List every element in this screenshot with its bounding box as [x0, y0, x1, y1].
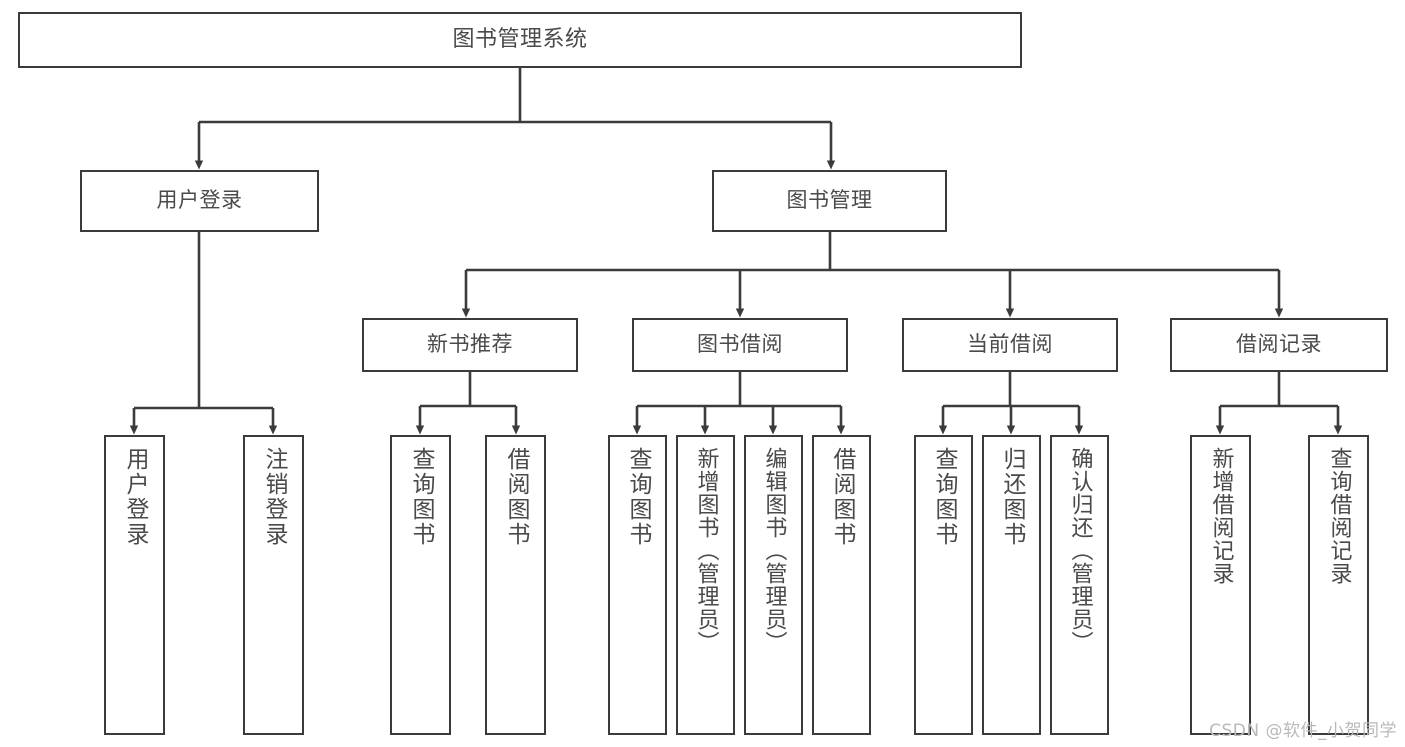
node-borrow-record-label: 借阅记录 — [1236, 332, 1322, 357]
node-leaf-query-book-3[interactable]: 查询图书 — [914, 435, 973, 735]
node-leaf-borrow-book-2[interactable]: 借阅图书 — [812, 435, 871, 735]
wire-group-borrow-record — [1215, 372, 1343, 435]
node-leaf-user-login-label: 用户登录 — [122, 447, 148, 547]
node-leaf-query-book-3-label: 查询图书 — [931, 447, 957, 547]
node-leaf-user-login[interactable]: 用户登录 — [104, 435, 165, 735]
node-root[interactable]: 图书管理系统 — [18, 12, 1022, 68]
node-leaf-logout[interactable]: 注销登录 — [243, 435, 304, 735]
node-leaf-query-book-1[interactable]: 查询图书 — [390, 435, 451, 735]
node-leaf-borrow-book-2-label: 借阅图书 — [829, 447, 855, 547]
wire-group-current-borrow — [938, 372, 1084, 435]
node-leaf-borrow-book-1[interactable]: 借阅图书 — [485, 435, 546, 735]
watermark-text: CSDN @软件_小贺同学 — [1209, 721, 1397, 741]
node-leaf-return-book-label: 归还图书 — [999, 447, 1025, 547]
node-leaf-logout-label: 注销登录 — [261, 447, 287, 547]
node-borrow-record[interactable]: 借阅记录 — [1170, 318, 1388, 372]
node-leaf-add-book-admin[interactable]: 新增图书（管理员） — [676, 435, 735, 735]
wire-group-new-book-rec — [415, 372, 521, 435]
node-leaf-confirm-return-label: 确认归还（管理员） — [1067, 447, 1093, 654]
node-leaf-query-record-label: 查询借阅记录 — [1326, 447, 1352, 585]
wire-group-book-borrow — [632, 372, 846, 435]
node-root-label: 图书管理系统 — [452, 26, 588, 52]
node-new-book-rec-label: 新书推荐 — [427, 332, 513, 357]
node-book-borrow-label: 图书借阅 — [697, 332, 783, 357]
node-leaf-query-book-2-label: 查询图书 — [625, 447, 651, 547]
node-leaf-return-book[interactable]: 归还图书 — [982, 435, 1041, 735]
node-book-borrow[interactable]: 图书借阅 — [632, 318, 848, 372]
node-new-book-rec[interactable]: 新书推荐 — [362, 318, 578, 372]
node-user-login[interactable]: 用户登录 — [80, 170, 319, 232]
node-leaf-query-record[interactable]: 查询借阅记录 — [1308, 435, 1369, 735]
node-book-manage[interactable]: 图书管理 — [712, 170, 947, 232]
wire-group-book-manage — [461, 232, 1284, 318]
node-leaf-query-book-1-label: 查询图书 — [408, 447, 434, 547]
wire-group-user-login — [129, 232, 278, 435]
node-leaf-query-book-2[interactable]: 查询图书 — [608, 435, 667, 735]
node-leaf-confirm-return[interactable]: 确认归还（管理员） — [1050, 435, 1109, 735]
node-user-login-label: 用户登录 — [156, 188, 243, 213]
wire-group-root — [194, 68, 836, 170]
node-leaf-edit-book-admin-label: 编辑图书（管理员） — [761, 447, 787, 654]
node-leaf-add-record[interactable]: 新增借阅记录 — [1190, 435, 1251, 735]
node-leaf-add-record-label: 新增借阅记录 — [1208, 447, 1234, 585]
node-leaf-borrow-book-1-label: 借阅图书 — [503, 447, 529, 547]
node-current-borrow[interactable]: 当前借阅 — [902, 318, 1118, 372]
node-current-borrow-label: 当前借阅 — [967, 332, 1053, 357]
node-leaf-edit-book-admin[interactable]: 编辑图书（管理员） — [744, 435, 803, 735]
node-book-manage-label: 图书管理 — [786, 188, 873, 213]
node-leaf-add-book-admin-label: 新增图书（管理员） — [693, 447, 719, 654]
